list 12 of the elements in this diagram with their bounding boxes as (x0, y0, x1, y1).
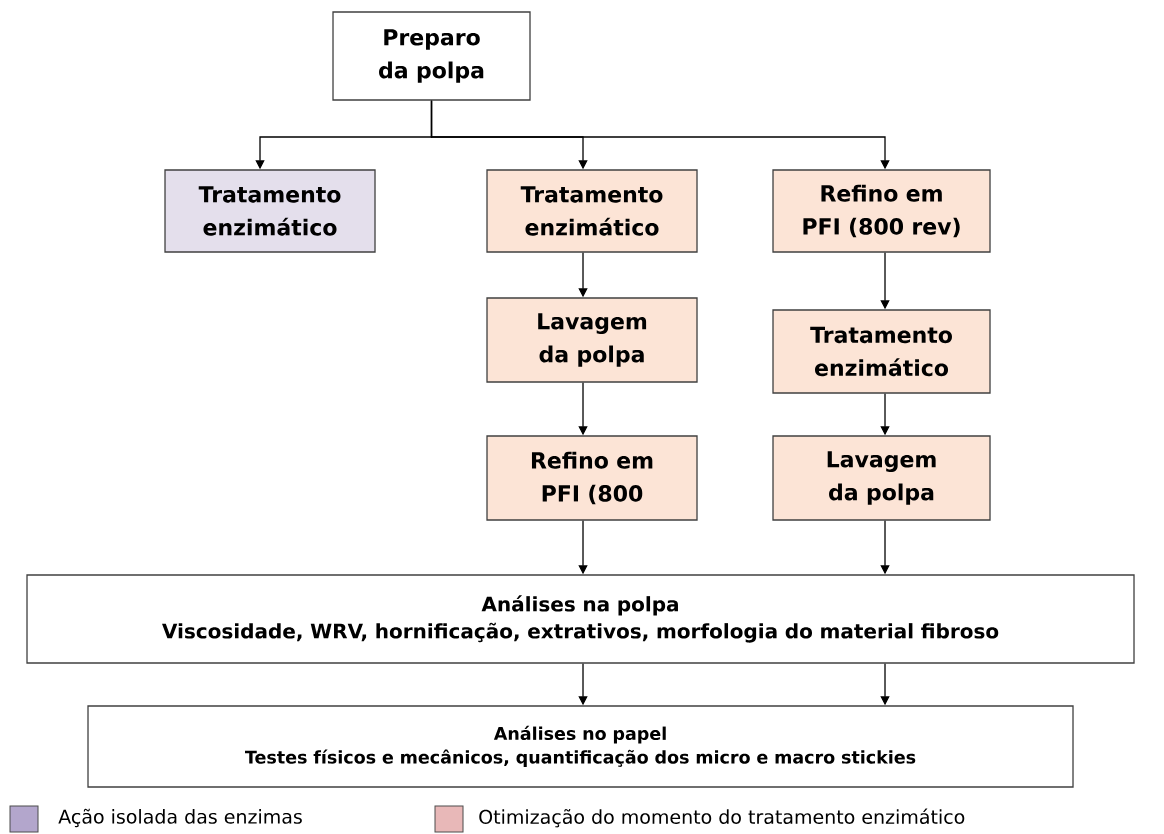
analysis-box: Análises na polpa Viscosidade, WRV, hornificação, extrativos, morfologia do material fibroso (26, 574, 1135, 664)
legend-label: Otimização do momento do tratamento enzimático (479, 808, 965, 828)
process-box: Refino em PFI (800 (486, 435, 698, 521)
process-box: Refino em PFI (800 rev) (772, 169, 991, 253)
process-box: Preparo da polpa (332, 11, 531, 101)
analysis-box: Análises no papel Testes físicos e mecânicos, quantificação dos micro e macro stickies (87, 705, 1074, 788)
process-box: Tratamento enzimático (164, 169, 376, 253)
legend-label: Ação isolada das enzimas (58, 808, 302, 828)
process-box: Tratamento enzimático (486, 169, 698, 253)
process-box: Tratamento enzimático (772, 309, 991, 394)
process-box: Lavagem da polpa (772, 435, 991, 521)
process-box: Lavagem da polpa (486, 297, 698, 383)
